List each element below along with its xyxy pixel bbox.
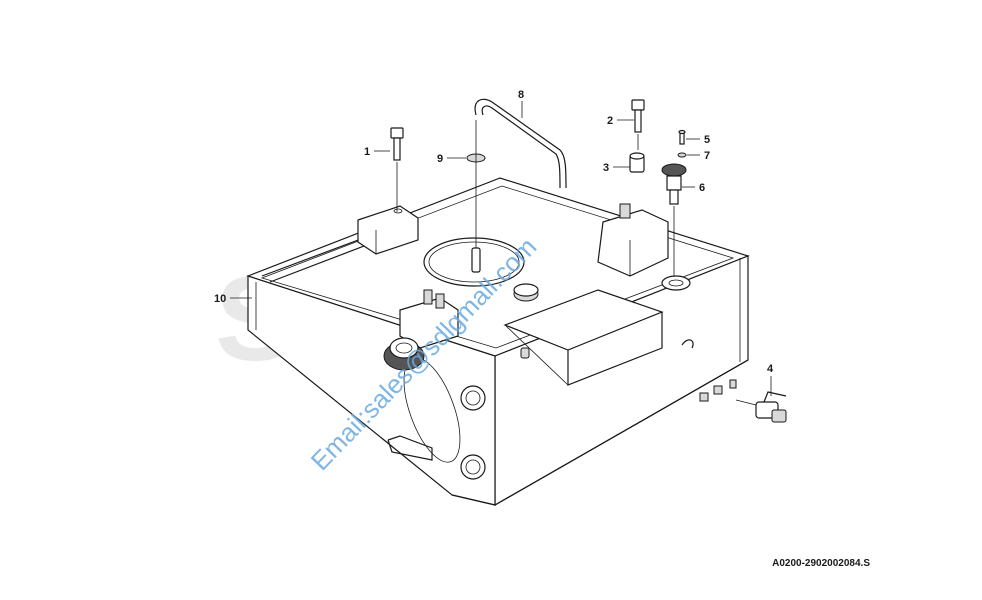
callout-2: 2 xyxy=(607,115,634,127)
fastener-5 xyxy=(678,129,686,145)
bolt-1 xyxy=(390,127,404,212)
drain-valve-4 xyxy=(699,379,787,423)
callout-10: 10 xyxy=(214,293,252,305)
spacer-3 xyxy=(629,152,645,173)
callout-label-6: 6 xyxy=(699,182,705,194)
callout-label-10: 10 xyxy=(214,293,226,305)
callout-label-8: 8 xyxy=(518,89,524,101)
washer-7 xyxy=(677,152,687,158)
handle xyxy=(387,435,433,461)
callout-label-1: 1 xyxy=(364,146,370,158)
callout-1: 1 xyxy=(364,146,390,158)
callout-3: 3 xyxy=(603,162,630,174)
callout-4: 4 xyxy=(767,363,774,396)
callout-label-2: 2 xyxy=(607,115,613,127)
callout-label-3: 3 xyxy=(603,162,609,174)
right-bracket xyxy=(597,203,669,277)
mount-6 xyxy=(661,163,687,278)
port-lower xyxy=(460,454,486,480)
callout-9: 9 xyxy=(437,153,466,165)
callout-label-7: 7 xyxy=(704,150,710,162)
callout-5: 5 xyxy=(686,134,710,146)
callout-label-4: 4 xyxy=(767,363,774,375)
drawing-reference-code: A0200-2902002084.S xyxy=(772,558,870,569)
bolt-2 xyxy=(631,99,645,150)
left-bracket xyxy=(357,205,419,255)
callout-label-9: 9 xyxy=(437,153,443,165)
callout-7: 7 xyxy=(687,150,710,162)
filler-cap xyxy=(383,289,459,371)
callout-8: 8 xyxy=(518,89,524,118)
callout-label-5: 5 xyxy=(704,134,710,146)
breather-pipe xyxy=(474,98,567,189)
callout-6: 6 xyxy=(682,182,705,194)
port-upper xyxy=(460,385,486,411)
tank-recess xyxy=(503,289,664,386)
